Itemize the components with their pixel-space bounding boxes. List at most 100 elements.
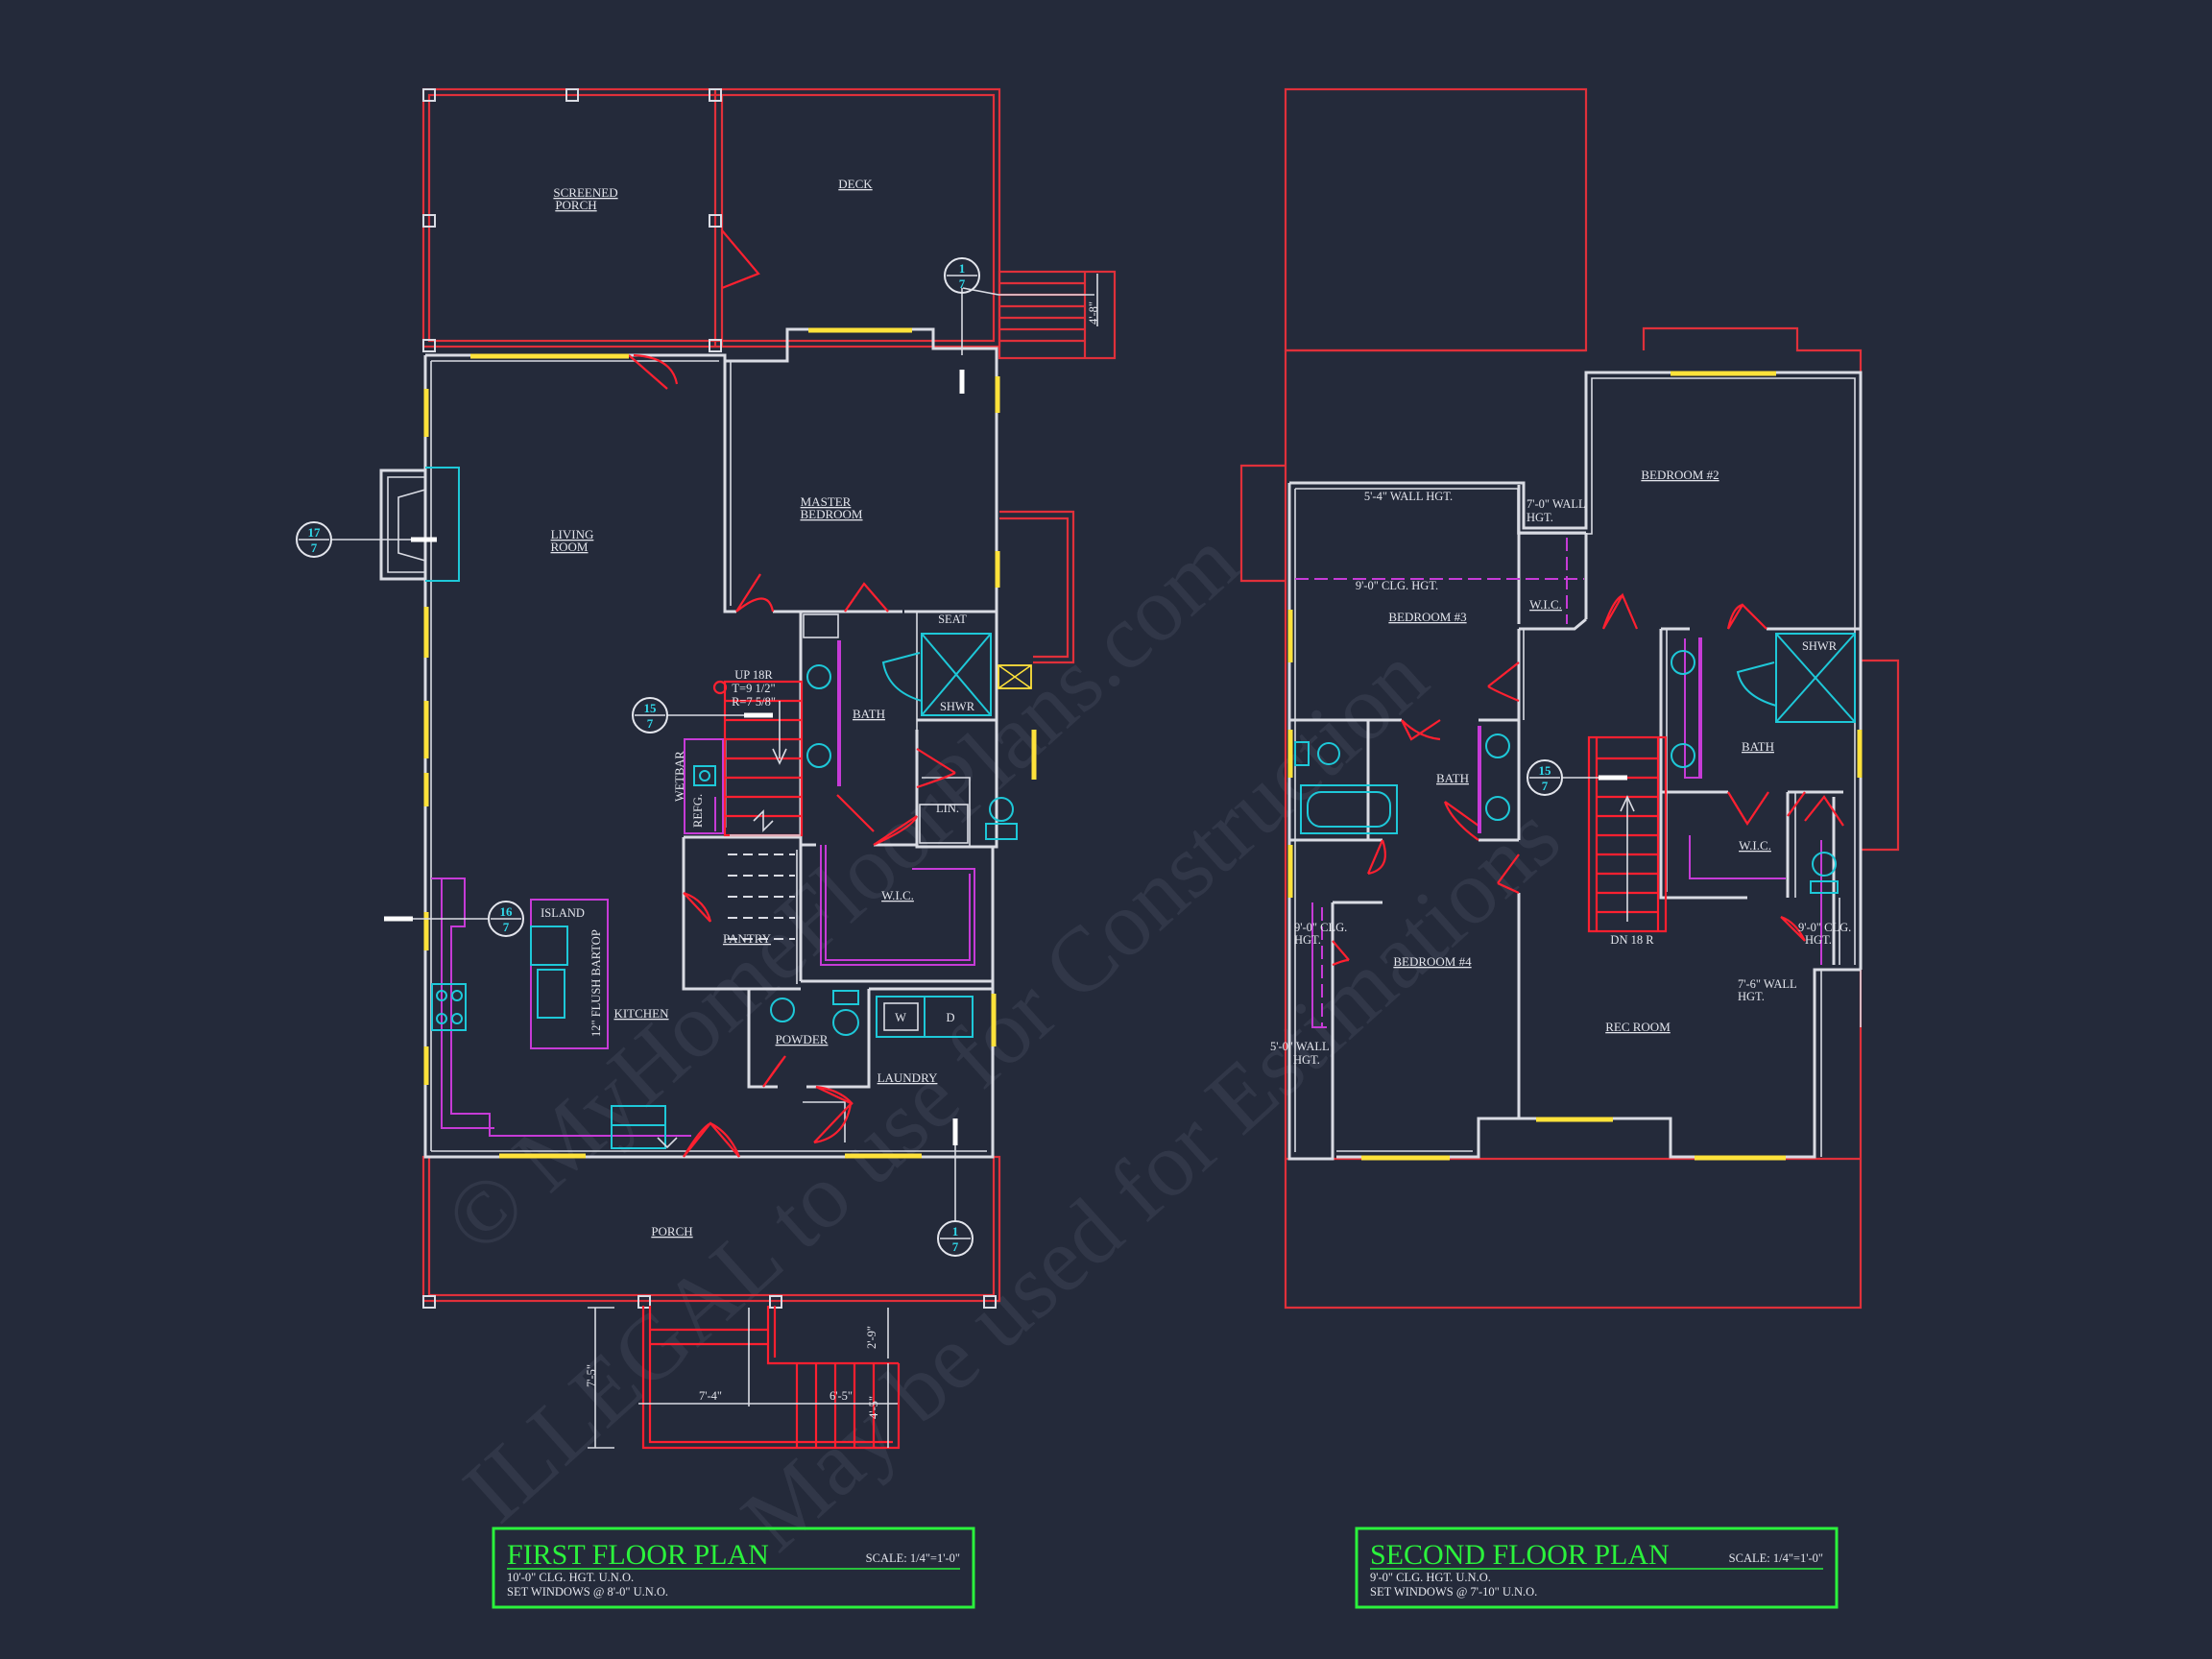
wall-hgt-54: 5'-4" WALL HGT.	[1364, 490, 1453, 503]
section-tag-stair: 15 7	[632, 697, 773, 733]
section-tag-front: 1 7	[937, 1118, 974, 1257]
island-label: ISLAND	[541, 906, 585, 920]
front-landing-dim: 2'-9"	[865, 1326, 878, 1349]
wic-label-2: W.I.C.	[1739, 838, 1771, 853]
svg-text:1: 1	[959, 261, 966, 276]
svg-text:15: 15	[644, 701, 658, 715]
front-stair-depth: 7'-5"	[585, 1364, 598, 1387]
kitchen-sink	[611, 1105, 666, 1149]
living-room-label: LIVING	[551, 527, 594, 541]
first-floor-title-block: FIRST FLOOR PLAN SCALE: 1/4"=1'-0" 10'-0…	[492, 1527, 975, 1609]
section-tag-kitchen: 16 7	[384, 901, 524, 937]
clg-hgt-90-left-b: HGT.	[1294, 933, 1321, 947]
bartop-label: 12" FLUSH BARTOP	[589, 929, 603, 1037]
second-floor-windows	[1287, 371, 1863, 1161]
shower-label: SHWR	[940, 700, 975, 713]
second-floor-note-2: SET WINDOWS @ 7'-10" U.N.O.	[1370, 1585, 1537, 1599]
first-floor-labels: SCREENED PORCH DECK MASTER BEDROOM LIVIN…	[541, 177, 975, 1238]
shower	[921, 633, 992, 716]
toilet	[989, 797, 1014, 822]
kitchen-cabinets	[431, 878, 691, 1149]
section-tag-second-stair: 15 7	[1527, 759, 1627, 796]
island	[530, 899, 609, 1049]
stair-up-label: UP 18R	[734, 668, 773, 682]
first-floor-doors	[628, 353, 956, 1158]
wall-hgt-76: 7'-6" WALL	[1738, 977, 1797, 991]
living-room-label-2: ROOM	[550, 540, 588, 554]
rear-deck-stairs: 4'-8"	[998, 270, 1117, 360]
second-floor-walls	[1287, 371, 1863, 1161]
shower-2	[1775, 633, 1856, 723]
bath-label-2: BATH	[1742, 739, 1774, 754]
bedroom-2-label: BEDROOM #2	[1641, 468, 1719, 482]
section-tag-fireplace: 17 7	[296, 521, 437, 558]
bath-label: BATH	[853, 707, 885, 721]
dryer-label: D	[946, 1011, 954, 1024]
second-floor-title-block: SECOND FLOOR PLAN SCALE: 1/4"=1'-0" 9'-0…	[1355, 1527, 1839, 1609]
second-floor-ceiling-lines	[1295, 538, 1822, 1028]
master-bath-fixtures	[803, 613, 1032, 844]
first-floor-title: FIRST FLOOR PLAN	[507, 1539, 769, 1571]
sink-2	[806, 743, 831, 768]
porch-label: PORCH	[651, 1224, 692, 1238]
powder-laundry-fixtures: W D	[770, 990, 974, 1038]
wall-hgt-76-b: HGT.	[1738, 990, 1765, 1003]
svg-text:7: 7	[959, 276, 966, 291]
front-stair-run: 6'-5"	[830, 1389, 853, 1403]
front-stair-width: 7'-4"	[699, 1389, 722, 1403]
stair-riser-label: R=7 5/8"	[732, 695, 776, 709]
clg-hgt-90: 9'-0" CLG. HGT.	[1356, 579, 1438, 592]
master-bedroom-label: MASTER	[801, 494, 852, 509]
first-floor-note-2: SET WINDOWS @ 8'-0" U.N.O.	[507, 1585, 668, 1599]
second-floor-note-1: 9'-0" CLG. HGT. U.N.O.	[1370, 1571, 1491, 1584]
svg-text:7: 7	[311, 541, 318, 555]
section-tag-rear: 1 7	[944, 257, 999, 394]
wetbar	[684, 738, 724, 834]
bedroom-3-label: BEDROOM #3	[1388, 610, 1466, 624]
refg-label: REFG.	[691, 794, 705, 828]
second-floor-stair	[1587, 735, 1668, 933]
first-floor-plan: 4'-8"	[296, 87, 1117, 1609]
pantry-shelves	[728, 854, 795, 940]
wall-hgt-50-b: HGT.	[1293, 1053, 1320, 1067]
tub	[1300, 784, 1398, 834]
range	[431, 983, 467, 1031]
wetbar-label: WETBAR	[673, 751, 686, 802]
section-tags-first: 1 7 17 7 15 7	[296, 257, 999, 1257]
second-floor-doors	[1332, 592, 1844, 967]
wall-hgt-70: 7'-0" WALL	[1527, 497, 1586, 511]
svg-text:15: 15	[1539, 763, 1552, 778]
svg-text:1: 1	[952, 1224, 959, 1238]
second-floor-bath-fixtures	[1294, 633, 1856, 894]
second-floor-labels: BEDROOM #2 BEDROOM #3 BEDROOM #4 W.I.C. …	[1270, 468, 1851, 1067]
svg-text:16: 16	[500, 904, 514, 919]
clg-hgt-90-right: 9'-0" CLG.	[1798, 921, 1851, 934]
linen-label: LIN.	[936, 802, 959, 815]
powder-label: POWDER	[776, 1032, 829, 1046]
second-floor-scale: SCALE: 1/4"=1'-0"	[1729, 1551, 1823, 1565]
second-floor-title: SECOND FLOOR PLAN	[1370, 1539, 1670, 1571]
kitchen-label: KITCHEN	[613, 1006, 669, 1021]
sink-1	[806, 664, 831, 689]
wic-label: W.I.C.	[881, 888, 914, 902]
fireplace	[379, 467, 460, 582]
wall-hgt-70-b: HGT.	[1527, 511, 1553, 524]
svg-text:7: 7	[1542, 779, 1549, 793]
washer-label: W	[895, 1011, 906, 1024]
second-floor-plan: 15 7 BEDROOM #2 BEDROOM #3 BEDROOM #4 W.…	[1239, 87, 1900, 1609]
wic-label-1: W.I.C.	[1529, 597, 1562, 612]
first-floor-windows	[423, 327, 1037, 1159]
clg-hgt-90-right-b: HGT.	[1805, 933, 1832, 947]
first-floor-scale: SCALE: 1/4"=1'-0"	[866, 1551, 960, 1565]
rec-room-label: REC ROOM	[1605, 1020, 1671, 1034]
stair-down-label: DN 18 R	[1610, 933, 1654, 947]
bath-label-1: BATH	[1436, 771, 1469, 785]
bedroom-4-label: BEDROOM #4	[1393, 954, 1472, 969]
svg-text:7: 7	[952, 1239, 959, 1254]
rear-porch-outline	[421, 87, 1001, 349]
shower-label-2: SHWR	[1802, 639, 1838, 653]
front-entry-stairs: 7'-5" 7'-4" 6'-5" 2'-9" 4'-5"	[585, 1306, 901, 1450]
svg-text:7: 7	[503, 920, 510, 934]
front-step-dim: 4'-5"	[867, 1396, 880, 1419]
